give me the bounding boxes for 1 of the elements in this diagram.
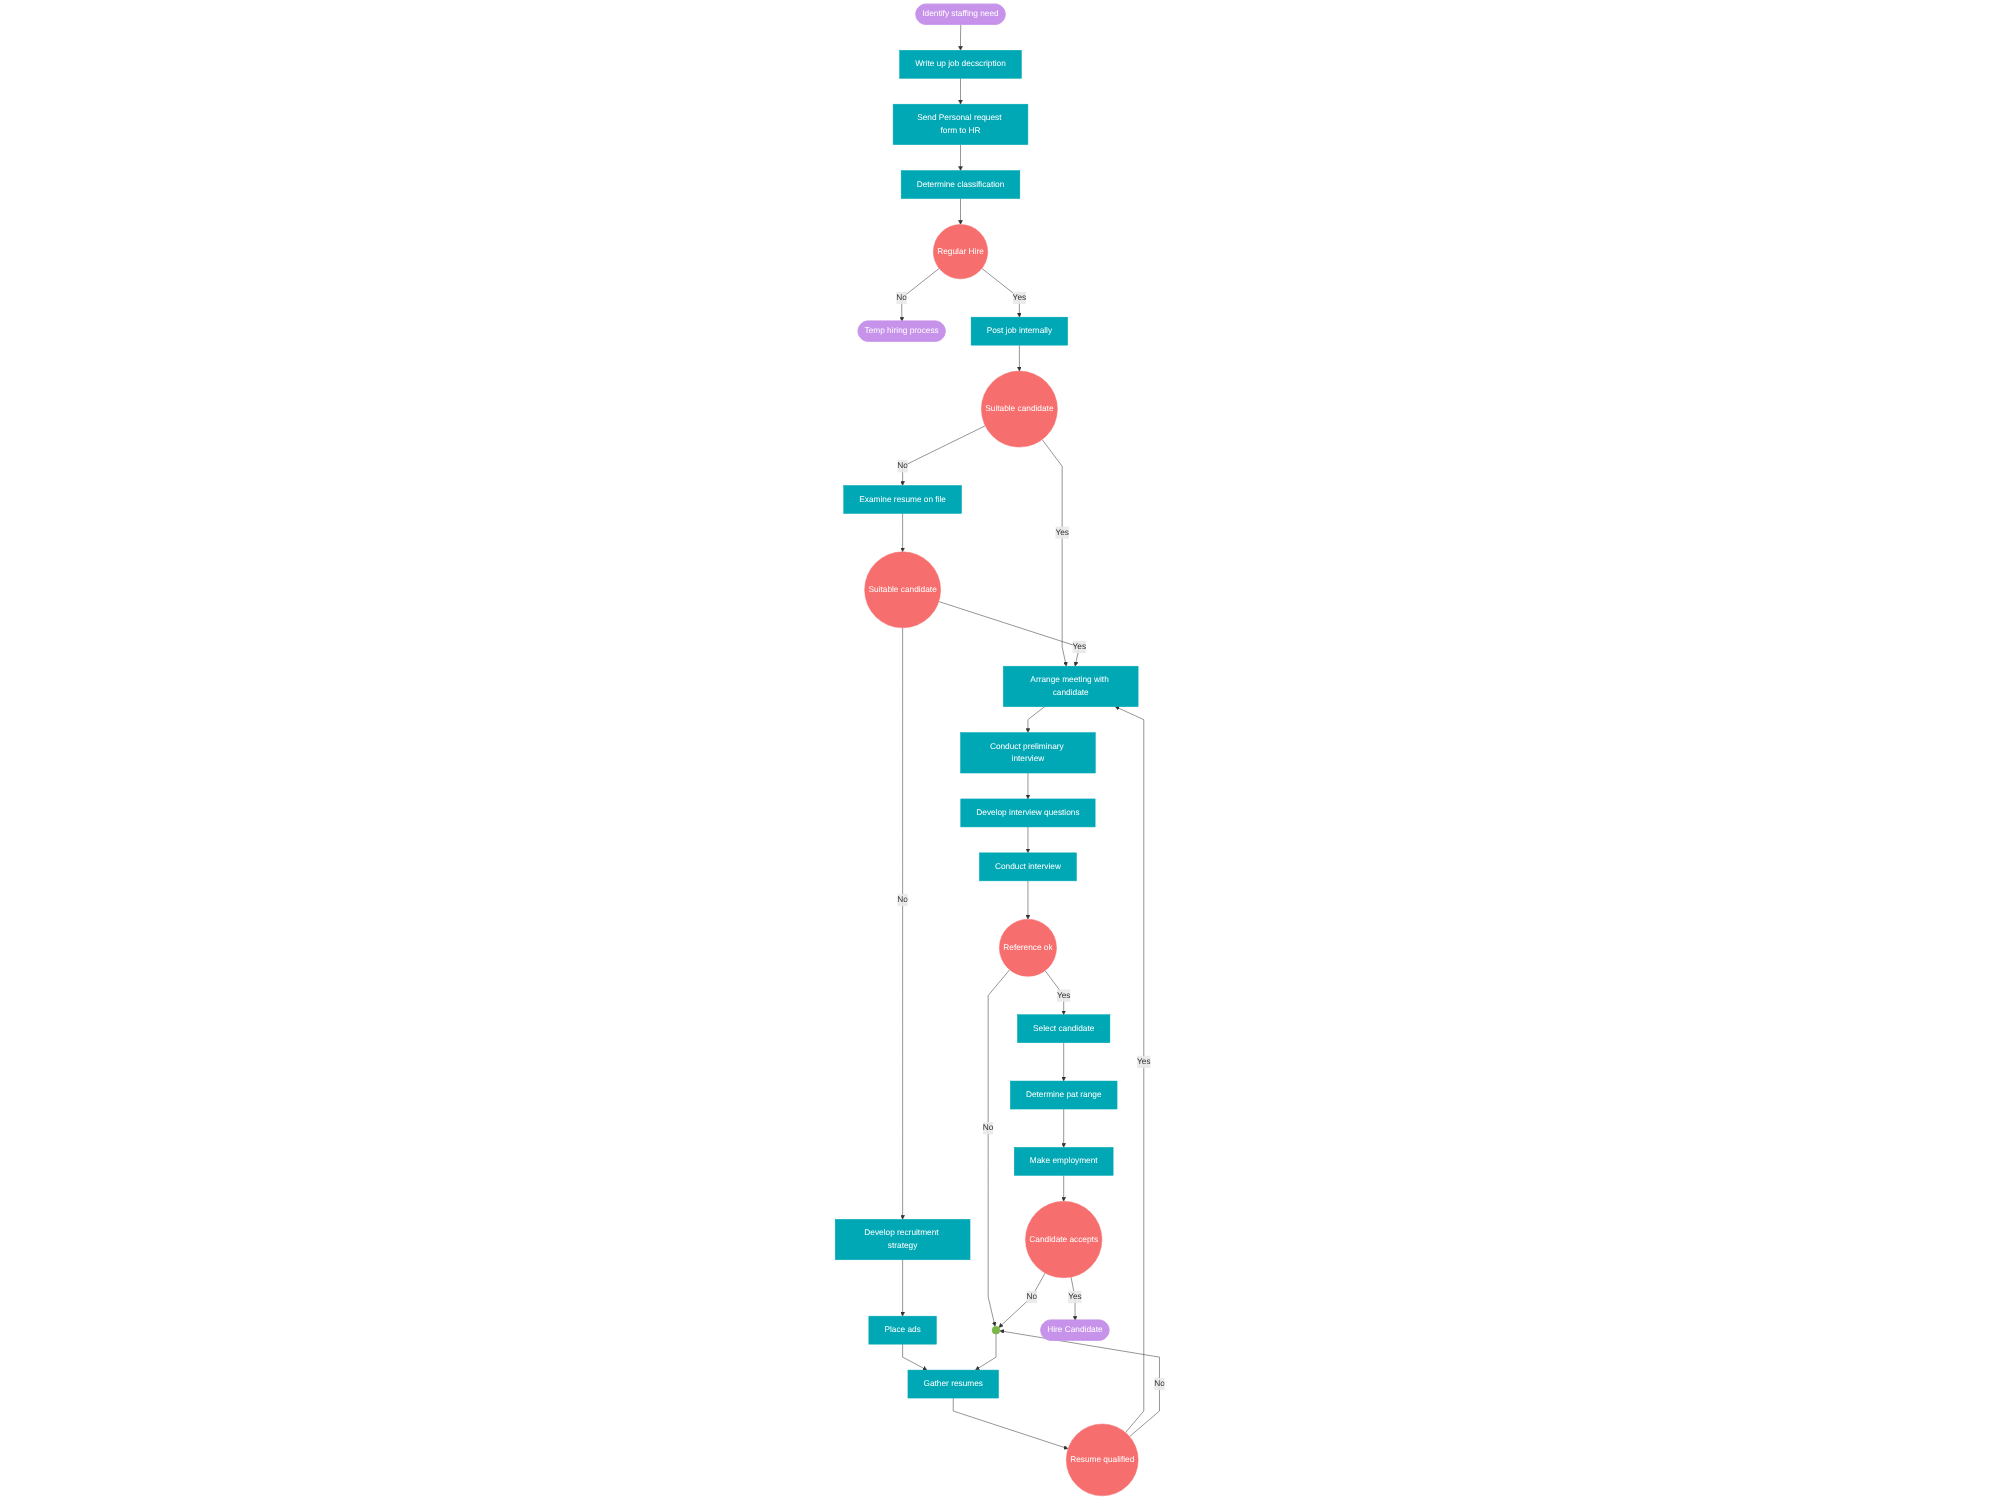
node-circle bbox=[991, 1326, 1001, 1335]
